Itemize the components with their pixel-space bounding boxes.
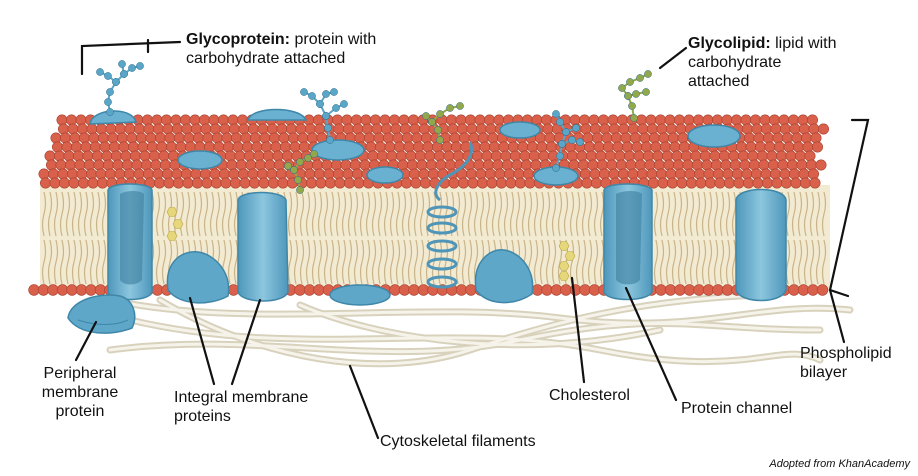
cytoskeletal-leader (348, 364, 380, 440)
protein-channel-right (603, 183, 653, 301)
cholesterol-molecules (166, 207, 576, 281)
bilayer-bracket (828, 118, 870, 298)
integral-protein-mid-left (237, 191, 289, 302)
glycolipid-leader (658, 46, 688, 70)
cytoskeletal-filaments-highlight (108, 293, 852, 366)
cytoskeletal-filaments-label: Cytoskeletal filaments (380, 433, 536, 450)
bilayer-leader (828, 288, 846, 344)
glycoprotein-label: Glycoprotein: protein with carbohydrate … (186, 31, 377, 67)
integral-protein-left (107, 183, 153, 301)
glycolipid-label: Glycolipid: lipid with carbohydrate atta… (688, 35, 837, 90)
integral-protein-center-blob (474, 249, 534, 304)
credit-text: Adopted from KhanAcademy (769, 458, 910, 470)
leader-lines (74, 38, 870, 440)
integral-membrane-proteins-label: Integral membrane proteins (174, 389, 309, 425)
alpha-helix-protein (426, 141, 473, 289)
phospholipid-bilayer-label: Phospholipid bilayer (800, 345, 892, 381)
carbohydrate-chains (96, 60, 652, 194)
cholesterol-label: Cholesterol (549, 387, 630, 404)
cholesterol-leader (570, 276, 586, 384)
peripheral-membrane-protein-label: Peripheral membrane protein (41, 365, 119, 420)
bottom-peripheral-bump (329, 284, 391, 306)
channel-leader (624, 286, 678, 402)
surface-proteins-top (89, 108, 741, 186)
integral-protein-blob (166, 251, 230, 304)
lipid-tails (40, 185, 830, 290)
integral-leader-2 (230, 298, 262, 386)
peripheral-leader (74, 320, 98, 362)
integral-leader-1 (188, 296, 216, 386)
peripheral-membrane-protein (67, 294, 136, 334)
integral-protein-far-right (735, 188, 787, 302)
protein-channel-label: Protein channel (681, 400, 793, 417)
